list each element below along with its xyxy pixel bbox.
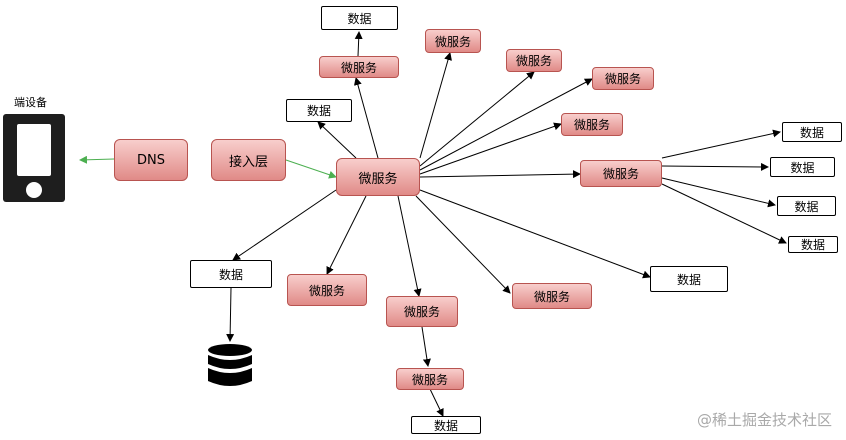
arrow-ms-right-to-data-r1 (661, 129, 781, 159)
microservice-3: 微服务 (506, 49, 562, 72)
data-right-3: 数据 (777, 196, 836, 216)
arrow-ms-lower-to-data-bottom (429, 388, 444, 417)
arrow-data-to-database (226, 287, 235, 342)
microservice-bottom-left: 微服务 (287, 274, 367, 306)
device-label: 端设备 (14, 96, 47, 109)
database-cylinder-icon (208, 344, 252, 386)
arrow-center-to-ms-2 (419, 52, 452, 159)
arrow-ms-right-to-data-r4 (661, 183, 787, 244)
arrow-dns-to-device (79, 155, 115, 164)
arrow-ms-right-to-data-r3 (661, 177, 776, 208)
data-database: 数据 (190, 260, 272, 288)
arrow-center-to-ms-bl (326, 195, 367, 275)
watermark: @稀土掘金技术社区 (696, 411, 832, 429)
microservice-middle: 微服务 (386, 296, 458, 327)
microservice-top: 微服务 (319, 56, 399, 78)
arrow-center-to-ms-right (419, 170, 581, 179)
microservice-5: 微服务 (561, 113, 623, 136)
data-left: 数据 (286, 99, 352, 122)
data-right-4: 数据 (788, 236, 838, 253)
arrow-center-to-data-db (232, 189, 337, 261)
arrow-center-to-ms-4 (419, 78, 593, 171)
arrow-ms-mid-to-ms-lower (421, 326, 431, 367)
phone-screen (17, 124, 51, 176)
arrow-ms-top-to-data-top (354, 31, 363, 57)
data-bottom: 数据 (411, 416, 481, 434)
dns-node: DNS (114, 139, 188, 181)
microservice-right: 微服务 (580, 160, 662, 187)
arrow-center-to-ms-5 (419, 122, 562, 175)
access-layer-node: 接入层 (211, 139, 286, 181)
microservice-center: 微服务 (336, 158, 420, 196)
microservice-2: 微服务 (425, 29, 481, 53)
arrow-center-to-ms-br (415, 195, 511, 294)
arrow-center-to-ms-top (353, 77, 379, 159)
mobile-phone-icon (3, 114, 65, 202)
data-right-1: 数据 (782, 122, 842, 142)
arrow-center-to-data-left (317, 121, 357, 159)
arrow-ms-right-to-data-r2 (661, 162, 769, 171)
arrow-access-to-center (285, 159, 337, 179)
data-bottom-right: 数据 (650, 266, 728, 292)
arrow-center-to-data-br (419, 189, 651, 279)
microservice-4: 微服务 (592, 67, 654, 90)
data-top: 数据 (321, 6, 398, 30)
arrow-center-to-ms-3 (419, 71, 535, 167)
data-right-2: 数据 (770, 157, 835, 177)
phone-home-button (26, 182, 42, 198)
arrow-center-to-ms-mid (397, 195, 422, 297)
microservice-lower: 微服务 (396, 368, 464, 390)
microservice-bottom-right: 微服务 (512, 283, 592, 309)
